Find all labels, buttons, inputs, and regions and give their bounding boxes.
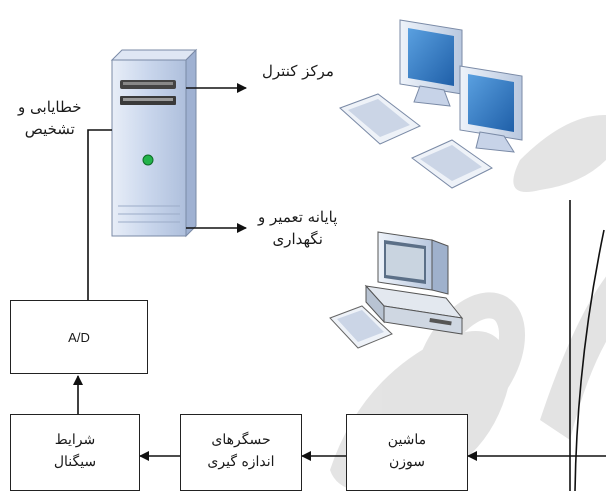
block-machine-line1: ماشین [387,432,427,448]
block-signal-line2: سیگنال [53,454,97,470]
maintenance-terminal-icon [329,231,464,349]
server-tower-icon [110,48,198,238]
block-signal-conditioning: شرایط سیگنال [10,414,140,491]
block-sewing-machine: ماشین سوزن [346,414,468,491]
label-diagnosis-line1: خطایابی و [18,98,82,116]
line-ad-to-server [87,129,112,300]
keyboard-icon [329,305,393,349]
keyboard-icon [339,93,421,145]
diagram-connectors [73,83,606,491]
block-sensors-line1: حسگرهای [211,432,271,448]
label-diagnosis-line2: تشخیص [24,120,75,138]
block-signal-line1: شرایط [54,432,96,448]
keyboard-icon [411,139,493,189]
label-control-center: مرکز کنترل [262,62,334,80]
label-maintenance-line2: نگهداری [272,230,323,248]
block-sensors: حسگرهای اندازه گیری [180,414,302,491]
block-ad-converter: A/D [10,300,148,374]
needle-curve [574,229,605,491]
block-machine-line2: سوزن [388,454,425,470]
label-diagnosis: خطایابی و تشخیص [18,96,82,140]
control-workstations-icon [339,19,523,189]
label-maintenance: پایانه تعمیر و نگهداری [258,206,337,250]
block-ad-label: A/D [68,330,90,345]
label-maintenance-line1: پایانه تعمیر و [258,208,338,226]
block-sensors-line2: اندازه گیری [207,454,275,470]
